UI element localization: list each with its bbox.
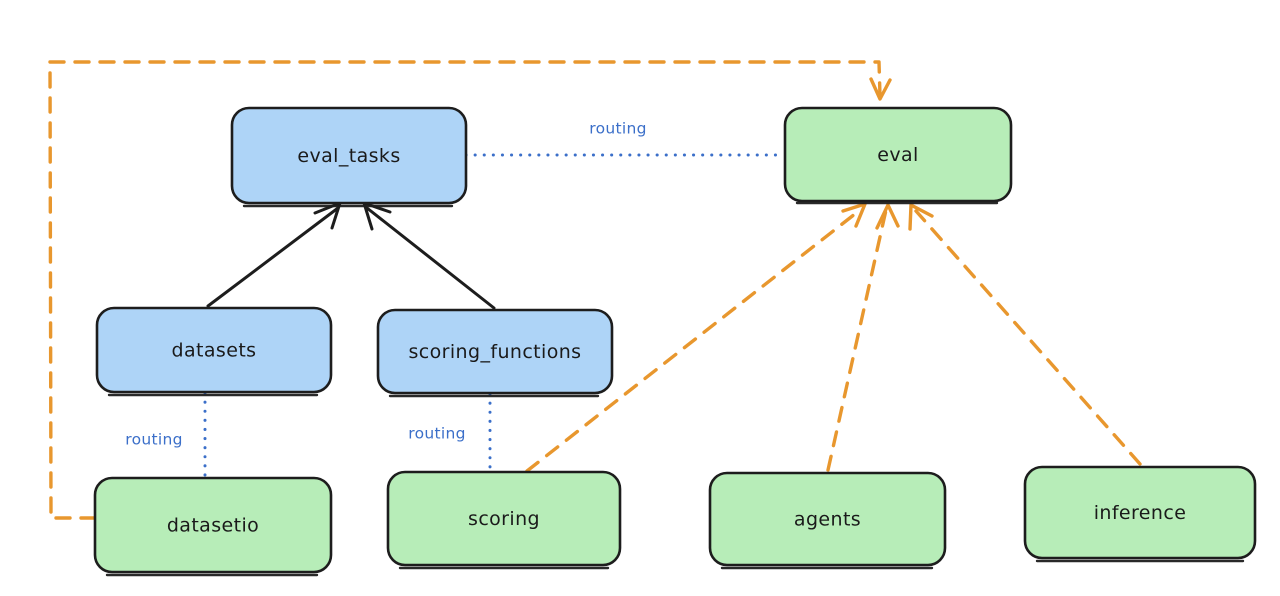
node-label-agents: agents [794,509,861,531]
edge-datasetio-eval [48,60,892,520]
node-scoring-functions[interactable]: scoring_functions [376,308,614,398]
node-label-eval-tasks: eval_tasks [297,145,400,167]
edge-label-routing-scoring-functions: routing [408,425,466,443]
node-eval-tasks[interactable]: eval_tasks [230,106,468,208]
node-inference[interactable]: inference [1023,465,1257,563]
node-label-scoring: scoring [468,508,540,530]
node-agents[interactable]: agents [708,471,947,570]
node-datasets[interactable]: datasets [95,306,333,397]
edge-label-routing-datasets: routing [125,431,183,449]
node-label-eval: eval [877,144,918,166]
edge-label-routing-eval-tasks: routing [589,120,647,138]
node-datasetio[interactable]: datasetio [93,476,333,577]
edge-datasets-eval_tasks [206,201,342,308]
edge-inference-eval [908,203,1142,466]
node-label-scoring-functions: scoring_functions [409,341,582,363]
edge-agents-eval [826,203,900,472]
edge-scoring_functions-eval_tasks [362,201,496,310]
node-label-datasets: datasets [172,340,257,362]
node-label-inference: inference [1094,502,1187,524]
node-label-datasetio: datasetio [167,515,259,537]
node-scoring[interactable]: scoring [386,470,622,570]
node-eval[interactable]: eval [783,106,1013,205]
